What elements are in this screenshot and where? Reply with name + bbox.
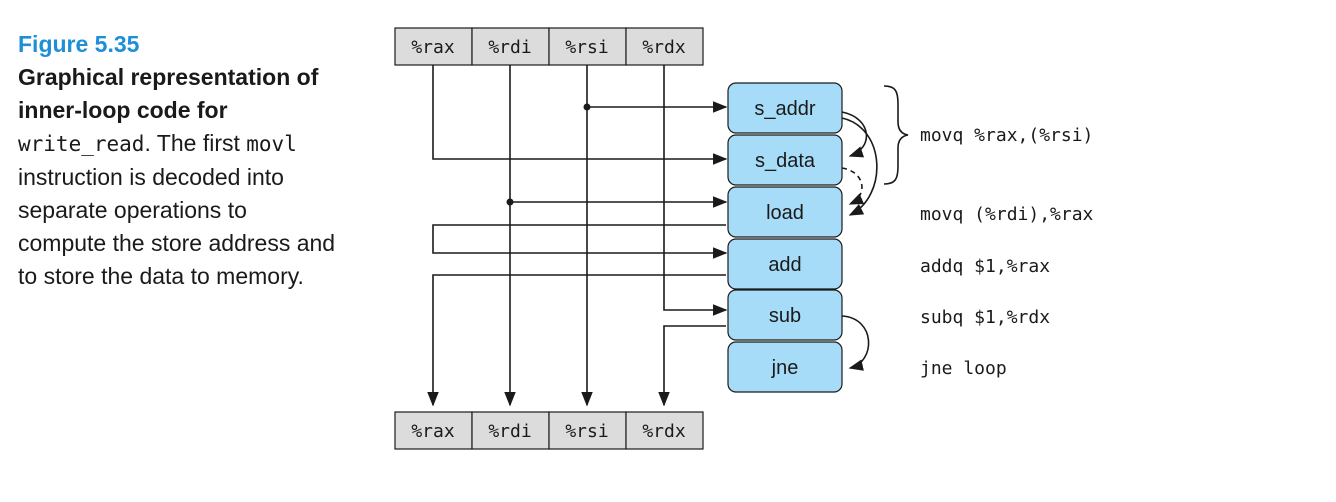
rax-to-s-data-arrow	[432, 65, 728, 165]
bottom-register-rdi	[471, 411, 550, 450]
top-register-rax-label: %rax	[411, 37, 455, 58]
load-to-add-arrow	[432, 224, 728, 259]
instr-subq: subq $1,%rdx	[920, 307, 1050, 328]
movq-brace	[883, 85, 909, 185]
instruction-labels: movq %rax,(%rsi) movq (%rdi),%rax addq $…	[920, 125, 1094, 379]
bottom-register-rdx-label: %rdx	[642, 421, 686, 442]
op-box-add	[727, 238, 843, 290]
op-label-jne: jne	[771, 357, 799, 379]
operation-column: s_addr s_data load add sub jne	[727, 82, 843, 393]
rdx-to-sub-arrow	[663, 65, 728, 316]
bottom-register-rdi-label: %rdi	[488, 421, 531, 442]
instr-movq-load: movq (%rdi),%rax	[920, 204, 1094, 225]
caption-code-name: write_read	[18, 132, 145, 156]
instr-jne: jne loop	[920, 358, 1007, 379]
op-label-add: add	[768, 254, 801, 276]
op-box-s-addr	[727, 82, 843, 134]
rsi-junction-dot	[583, 103, 591, 111]
caption-instr-code: movl	[246, 132, 297, 156]
bottom-register-rdx	[625, 411, 704, 450]
caption-rest-text: instruction is decoded into separate ope…	[18, 164, 336, 289]
instr-addq: addq $1,%rax	[920, 256, 1050, 277]
sub-to-jne-curve	[841, 315, 870, 371]
top-register-rsi	[548, 27, 627, 66]
bottom-register-row: %rax %rdi %rsi %rdx	[394, 411, 704, 450]
top-register-rdi-label: %rdi	[488, 37, 531, 58]
dataflow-lines	[427, 65, 909, 407]
figure-label: Figure 5.35	[18, 31, 140, 57]
op-box-jne	[727, 341, 843, 393]
sub-to-rdx-arrow	[658, 325, 726, 407]
op-label-s-data: s_data	[755, 150, 816, 172]
top-register-rsi-label: %rsi	[565, 37, 608, 58]
rdi-junction-dot	[506, 198, 514, 206]
bottom-register-rsi-label: %rsi	[565, 421, 608, 442]
s-data-to-load-dashed-curve	[841, 167, 865, 205]
caption-after-code: . The first	[144, 130, 240, 156]
top-register-row: %rax %rdi %rsi %rdx	[394, 27, 704, 66]
op-box-sub	[727, 289, 843, 341]
op-label-load: load	[766, 202, 804, 224]
bottom-register-rsi	[548, 411, 627, 450]
s-addr-to-load-curve	[841, 117, 878, 216]
figure-caption: Figure 5.35 Graphical representation of …	[18, 28, 338, 293]
caption-bold-text: Graphical representation of inner-loop c…	[18, 64, 319, 123]
op-label-s-addr: s_addr	[754, 98, 815, 120]
top-register-rdx	[625, 27, 704, 66]
op-label-sub: sub	[769, 305, 801, 327]
top-register-rdx-label: %rdx	[642, 37, 686, 58]
bottom-register-rax	[394, 411, 473, 450]
add-to-rax-arrow	[427, 274, 726, 407]
instr-movq-store: movq %rax,(%rsi)	[920, 125, 1093, 146]
op-box-load	[727, 186, 843, 238]
bottom-register-rax-label: %rax	[411, 421, 455, 442]
op-box-s-data	[727, 134, 843, 186]
